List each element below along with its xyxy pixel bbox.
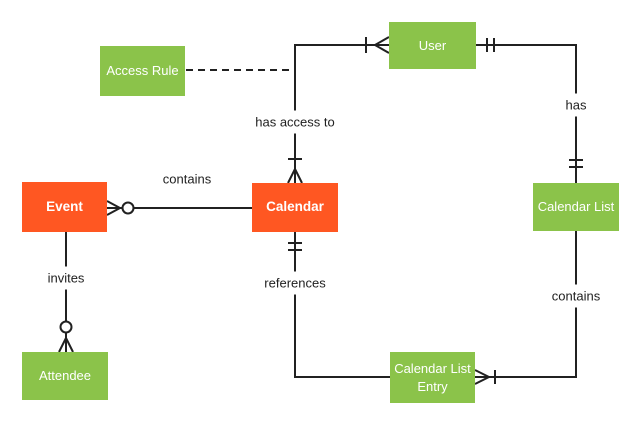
many-crow-foot-icon: [374, 36, 390, 54]
entity-label: Calendar List: [537, 199, 615, 215]
relationship-label-has: has: [560, 93, 592, 117]
entity-label: User: [418, 37, 447, 53]
entity-label: Calendar: [266, 199, 324, 215]
entity-attendee: Attendee: [22, 352, 108, 400]
connector-line: [475, 231, 577, 378]
relationship-has: [476, 38, 583, 183]
many-crow-foot-icon: [287, 168, 303, 184]
relationship-references: [288, 232, 390, 378]
connector-line: [294, 44, 389, 183]
entity-calendar-list: Calendar List: [533, 183, 619, 231]
relationship-invites: [58, 232, 74, 353]
entity-access-rule: Access Rule: [100, 46, 185, 96]
many-crow-foot-icon: [106, 200, 121, 216]
relationship-label-contains-entries: contains: [546, 284, 606, 308]
connector-line: [294, 232, 390, 378]
relationship-label-contains-events: contains: [157, 167, 217, 191]
one-double-tick-icon: [288, 242, 302, 251]
zero-circle-icon: [121, 201, 135, 215]
zero-circle-icon: [59, 320, 73, 334]
entity-calendar-list-entry: Calendar List Entry: [390, 352, 475, 403]
relationship-label-has-access-to: has access to: [250, 110, 340, 134]
relationship-has-access-to: [287, 36, 390, 184]
many-crow-foot-icon: [58, 337, 74, 353]
relationship-contains-events: [106, 200, 252, 216]
relationship-contains-entries: [474, 231, 577, 385]
connector-line: [476, 44, 577, 183]
many-crow-foot-icon: [474, 369, 490, 385]
entity-label: Event: [46, 198, 83, 214]
entity-user: User: [389, 22, 476, 69]
relationship-label-references: references: [259, 271, 331, 295]
entity-label: Calendar List Entry: [394, 360, 471, 394]
entity-label: Access Rule: [106, 63, 179, 79]
entity-event: Event: [22, 182, 107, 232]
entity-calendar: Calendar: [252, 183, 338, 232]
one-double-tick-icon: [486, 38, 495, 52]
entity-label: Attendee: [38, 368, 92, 384]
one-double-tick-icon: [569, 159, 583, 168]
relationship-label-invites: invites: [42, 266, 90, 290]
